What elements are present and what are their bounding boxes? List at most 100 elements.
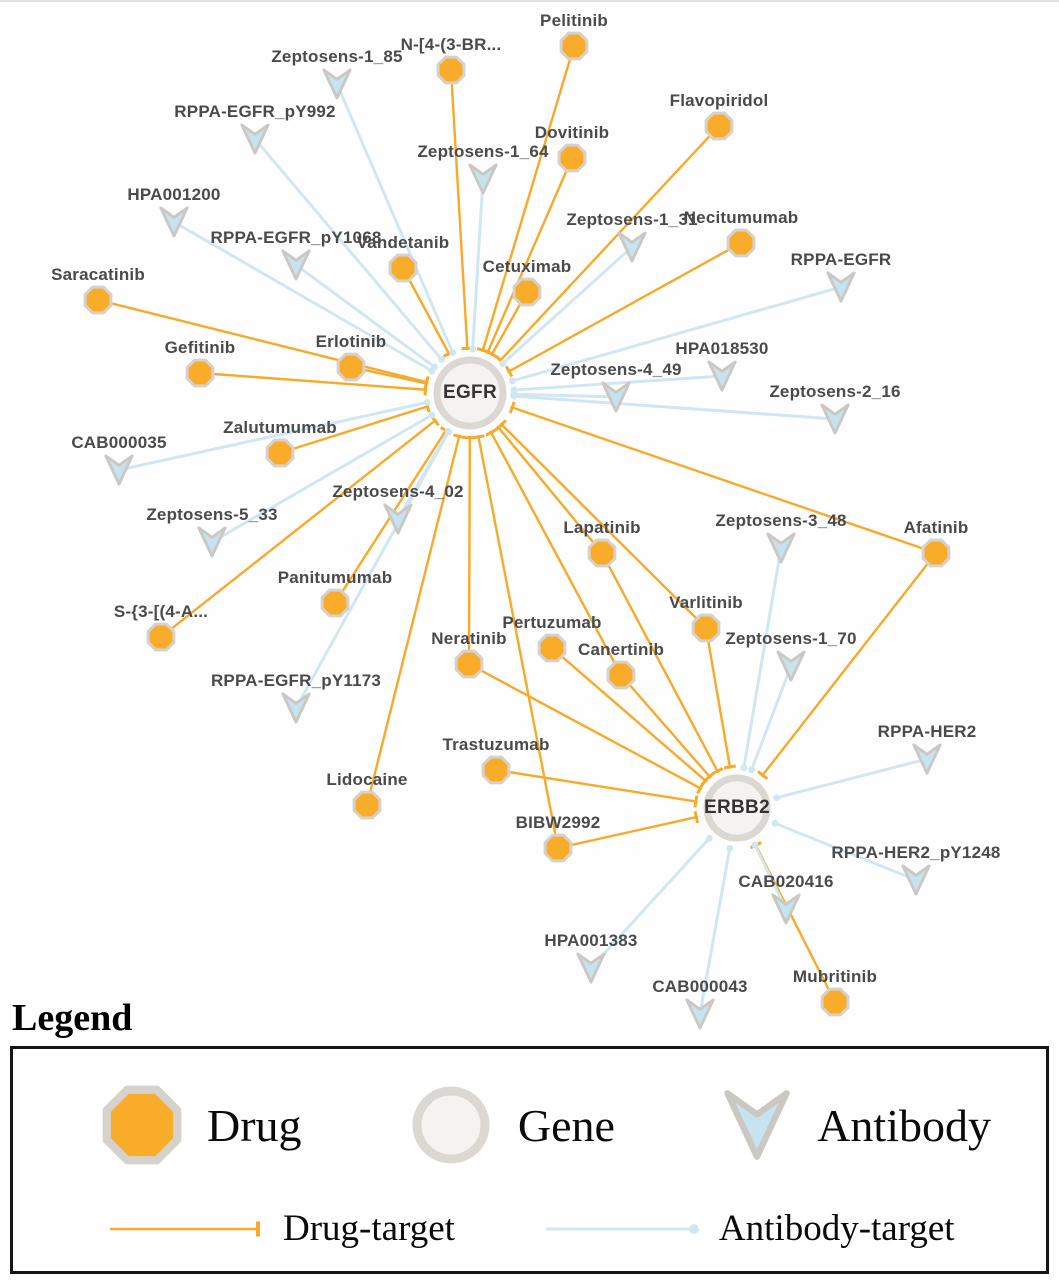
antibody-node-py1068[interactable]: RPPA-EGFR_pY1068 [210, 228, 381, 282]
antibody-node-z533[interactable]: Zeptosens-5_33 [146, 505, 277, 559]
drug-node-canertinib[interactable]: Canertinib [578, 640, 664, 690]
antibody-label: Zeptosens-1_31 [566, 210, 698, 229]
antibody-node-hpa001383[interactable]: HPA001383 [544, 931, 637, 985]
drug-label: Afatinib [903, 518, 969, 537]
antibody-chevron-icon [766, 532, 796, 564]
drug-node-varlitinib[interactable]: Varlitinib [669, 593, 743, 643]
gene-circle-icon [703, 774, 771, 842]
drug-node-saracatinib[interactable]: Saracatinib [51, 265, 145, 315]
drug-octagon-icon [557, 143, 587, 173]
antibody-label: Zeptosens-3_48 [715, 511, 847, 530]
drug-node-zalutumumab[interactable]: Zalutumumab [223, 418, 337, 468]
antibody-node-rppaher2[interactable]: RPPA-HER2 [878, 722, 976, 776]
edge-z348-erbb2 [740, 546, 783, 771]
edge-z170-erbb2 [748, 664, 793, 774]
drug-node-lapatinib[interactable]: Lapatinib [563, 518, 640, 568]
edge-pelitinib-egfr [476, 44, 576, 354]
drug-octagon-icon [265, 438, 295, 468]
edge-z185-egfr [335, 82, 457, 356]
antibody-node-rppaegfr[interactable]: RPPA-EGFR [791, 250, 891, 304]
drug-label: BIBW2992 [515, 813, 601, 832]
drug-label: Zalutumumab [223, 418, 337, 437]
drug-node-pelitinib[interactable]: Pelitinib [540, 11, 608, 61]
drug-node-afatinib[interactable]: Afatinib [904, 518, 968, 568]
antibody-label: CAB000043 [652, 977, 748, 996]
antibody-node-py1173[interactable]: RPPA-EGFR_pY1173 [211, 671, 381, 725]
drug-octagon-icon [481, 755, 511, 785]
antibody-chevron-icon [826, 271, 856, 303]
drug-octagon-icon [388, 253, 418, 283]
antibody-node-hpa018530[interactable]: HPA018530 [675, 339, 768, 393]
antibody-chevron-icon [901, 864, 931, 896]
drug-node-lidocaine[interactable]: Lidocaine [326, 770, 407, 820]
drug-label: Panitumumab [277, 568, 393, 587]
drug-octagon-icon [587, 538, 617, 568]
gene-node-erbb2[interactable]: ERBB2 [702, 773, 772, 843]
drug-label: Trastuzumab [442, 735, 550, 754]
antibody-label: HPA018530 [675, 339, 769, 358]
drug-label: Erlotinib [315, 332, 387, 351]
drug-target-line-icon [110, 1221, 260, 1236]
antibody-label: HPA001383 [544, 931, 638, 950]
drug-node-sa[interactable]: S-{3-[(4-A... [114, 602, 208, 652]
drug-octagon-icon [704, 111, 734, 141]
antibody-node-cab020416[interactable]: CAB020416 [738, 872, 833, 926]
drug-node-flavopiridol[interactable]: Flavopiridol [670, 91, 768, 141]
antibody-node-z449[interactable]: Zeptosens-4_49 [550, 360, 681, 414]
antibody-node-z131[interactable]: Zeptosens-1_31 [566, 210, 697, 264]
drug-node-erlotinib[interactable]: Erlotinib [316, 332, 386, 382]
antibody-label: Zeptosens-5_33 [146, 505, 278, 524]
edge-dovitinib-egfr [481, 156, 574, 356]
antibody-chevron-icon [576, 952, 606, 984]
edge-saracatinib-egfr [96, 298, 430, 389]
drug-label: N-[4-(3-BR... [400, 35, 502, 54]
antibody-label: Zeptosens-4_02 [332, 482, 464, 501]
edge-cab000035-egfr [117, 399, 431, 472]
edge-hpa001383-erbb2 [589, 834, 713, 970]
drug-node-trastuzumab[interactable]: Trastuzumab [442, 735, 549, 785]
edge-zalutumumab-egfr [278, 400, 431, 455]
antibody-node-cab000035[interactable]: CAB000035 [71, 433, 166, 487]
drug-node-nbr[interactable]: N-[4-(3-BR... [401, 35, 501, 85]
antibody-node-z216[interactable]: Zeptosens-2_16 [769, 382, 900, 436]
drug-node-pertuzumab[interactable]: Pertuzumab [502, 613, 601, 663]
gene-label: EGFR [443, 382, 497, 403]
edge-neratinib-erbb2 [467, 662, 705, 795]
antibody-node-py992[interactable]: RPPA-EGFR_pY992 [174, 102, 336, 156]
antibody-node-z402[interactable]: Zeptosens-4_02 [332, 482, 463, 536]
antibody-chevron-icon [617, 231, 647, 263]
antibody-node-py1248[interactable]: RPPA-HER2_pY1248 [831, 843, 1000, 897]
gene-node-egfr[interactable]: EGFR [432, 355, 508, 431]
drug-node-gefitinib[interactable]: Gefitinib [165, 338, 235, 388]
antibody-node-z185[interactable]: Zeptosens-1_85 [271, 47, 402, 101]
edge-lapatinib-erbb2 [600, 551, 724, 776]
drug-label: Gefitinib [164, 338, 236, 357]
drug-node-necitumumab[interactable]: Necitumumab [684, 208, 798, 258]
legend-label-antibody-target: Antibody-target [718, 1208, 955, 1249]
drug-node-panitumumab[interactable]: Panitumumab [278, 568, 392, 618]
edge-bibw2992-erbb2 [556, 810, 700, 850]
drug-node-bibw2992[interactable]: BIBW2992 [516, 813, 600, 863]
drug-octagon-icon [83, 285, 113, 315]
drug-node-mubritinib[interactable]: Mubritinib [793, 967, 877, 1017]
drug-node-vandetanib[interactable]: Vandetanib [357, 233, 449, 283]
edge-rppaher2-erbb2 [773, 757, 929, 802]
antibody-node-z348[interactable]: Zeptosens-3_48 [715, 511, 846, 565]
edge-vandetanib-egfr [401, 266, 455, 358]
drug-node-dovitinib[interactable]: Dovitinib [535, 123, 609, 173]
antibody-label: Zeptosens-4_49 [550, 360, 682, 379]
drug-label: Pelitinib [540, 11, 608, 30]
antibody-node-z164[interactable]: Zeptosens-1_64 [417, 142, 548, 196]
antibody-node-cab000043[interactable]: CAB000043 [652, 977, 747, 1031]
drug-label: Varlitinib [669, 593, 743, 612]
edge-varlitinib-erbb2 [704, 626, 737, 770]
antibody-chevron-icon [281, 692, 311, 724]
antibody-node-z170[interactable]: Zeptosens-1_70 [725, 629, 856, 683]
drug-label: Cetuximab [482, 257, 572, 276]
antibody-node-hpa001200[interactable]: HPA001200 [127, 185, 220, 239]
drug-node-cetuximab[interactable]: Cetuximab [483, 257, 571, 307]
drug-octagon-icon [146, 622, 176, 652]
legend-item-antibody-target: Antibody-target [543, 1207, 955, 1250]
drug-node-neratinib[interactable]: Neratinib [431, 629, 507, 679]
